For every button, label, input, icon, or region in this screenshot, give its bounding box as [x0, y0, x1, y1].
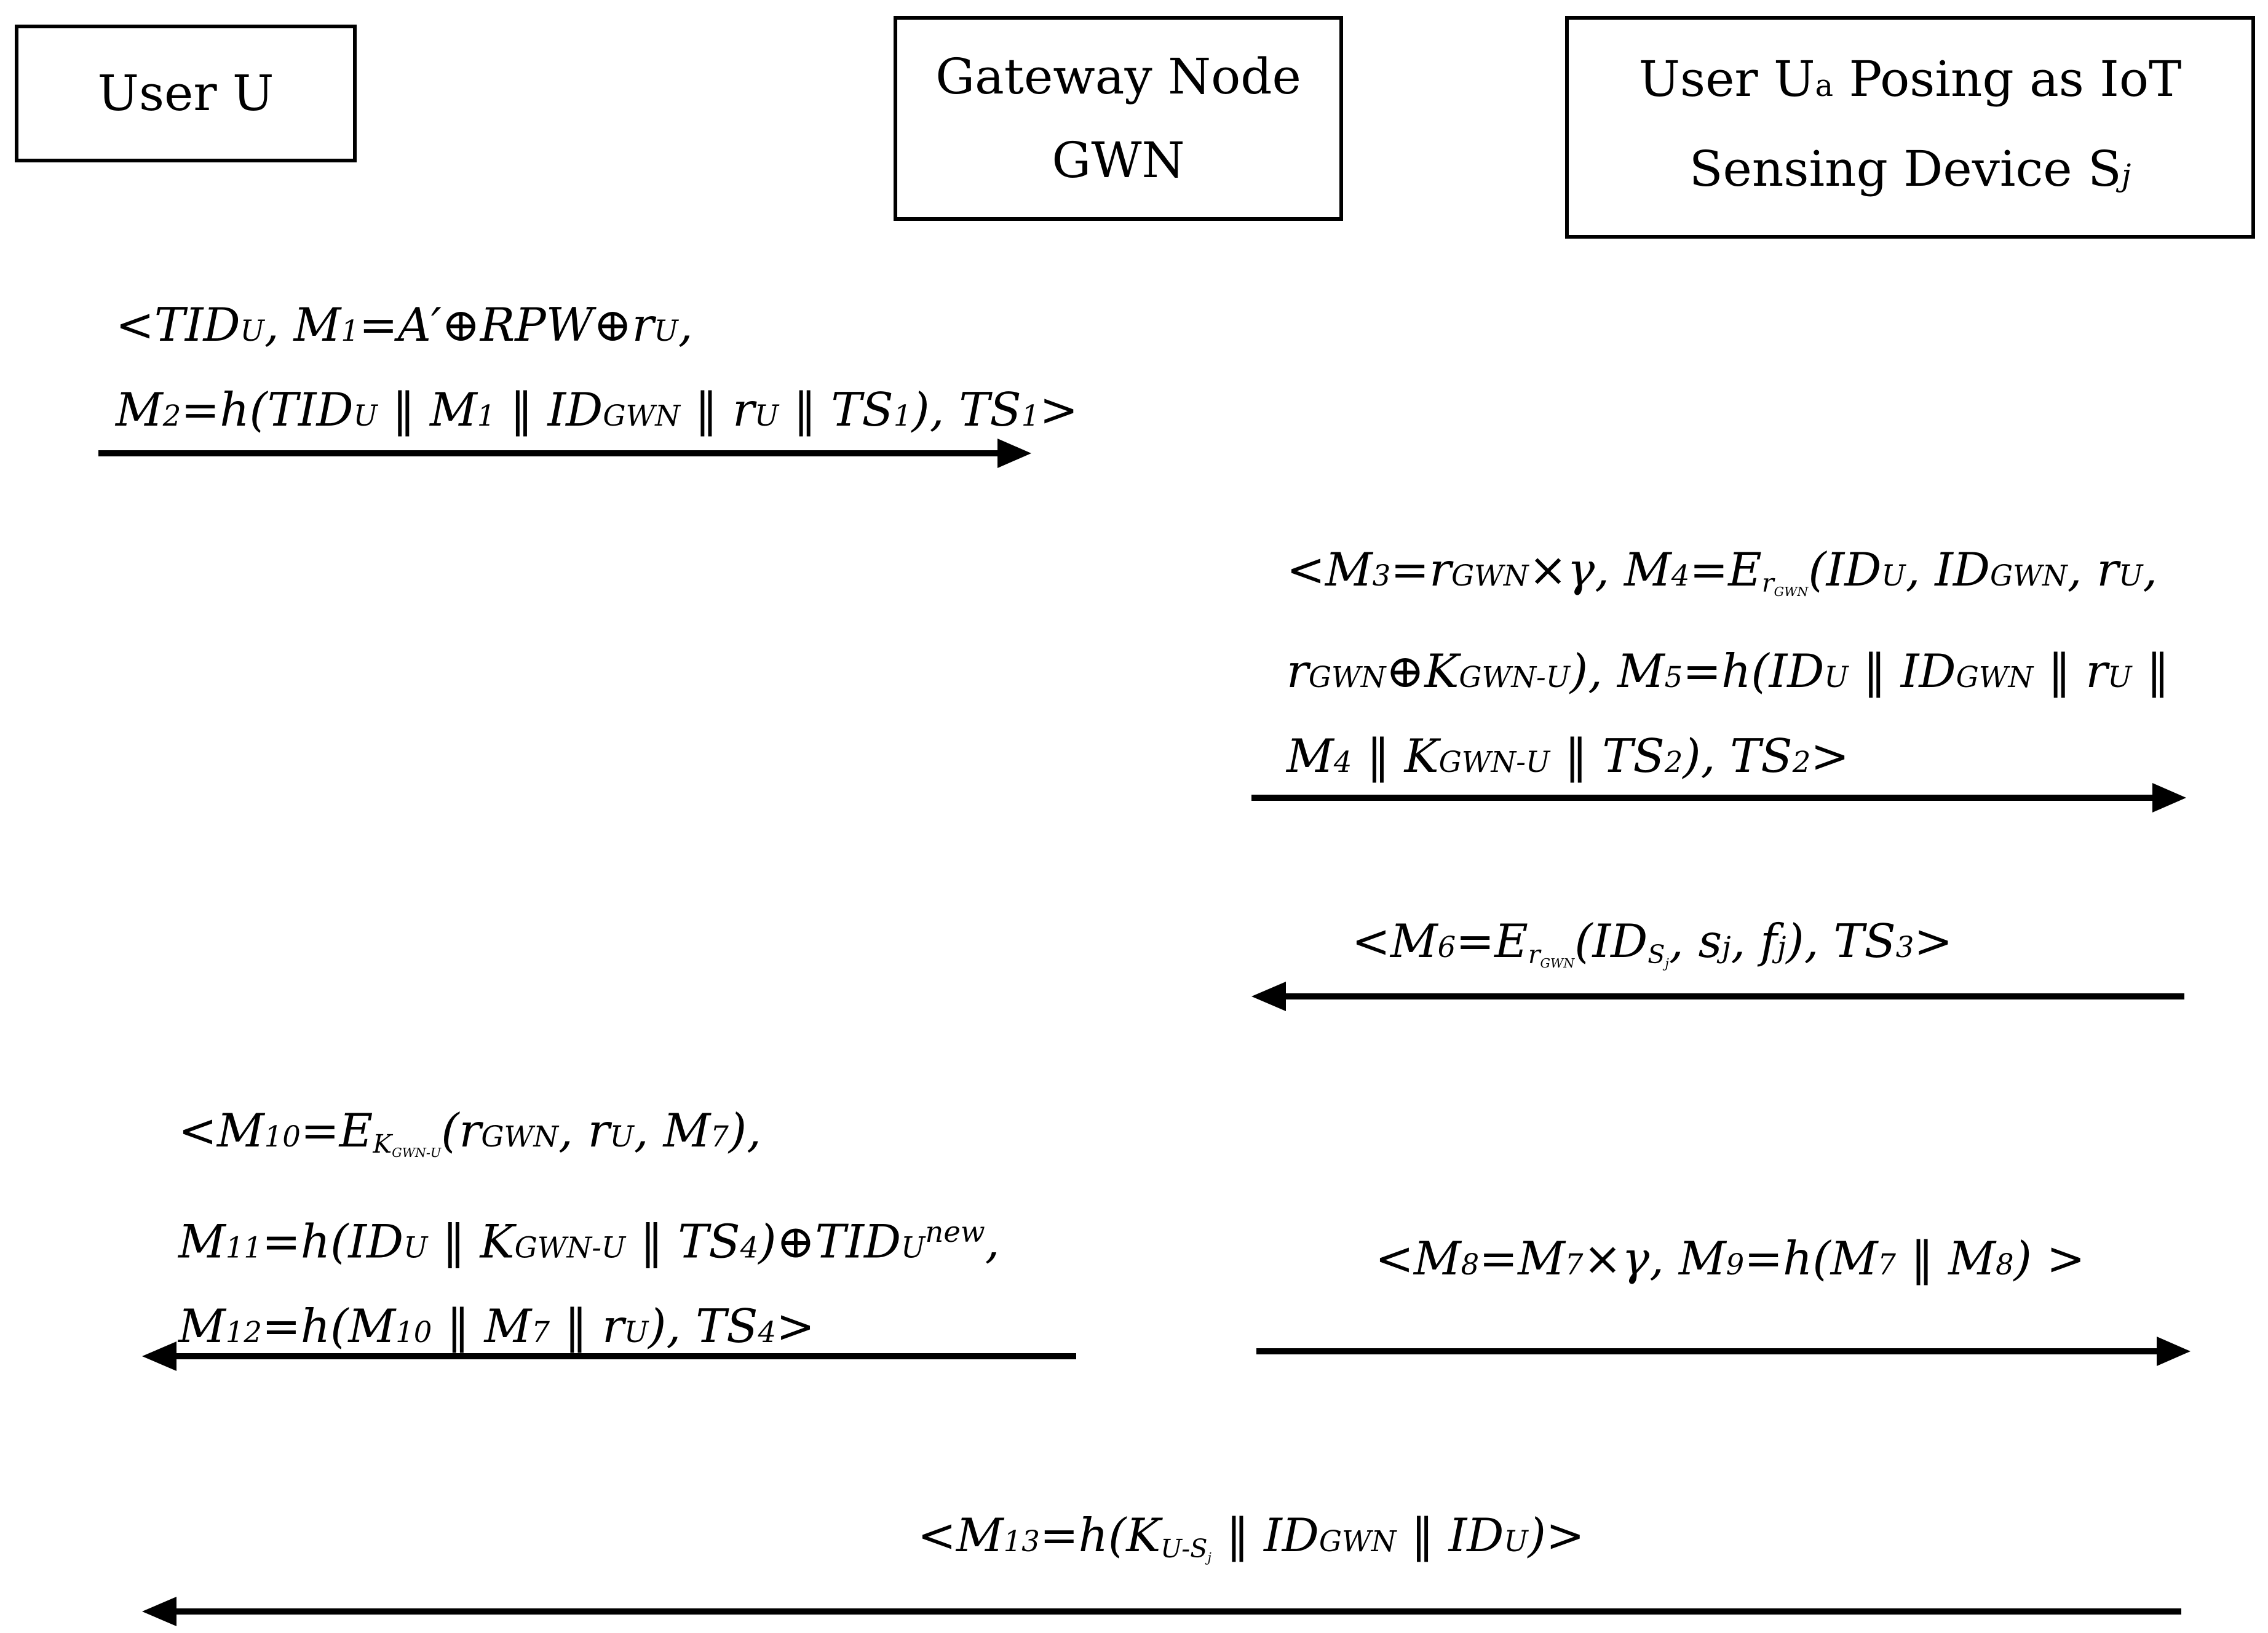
message-4-label: <M10=EKGWN-U(rGWN, rU, M7), M11=h(IDU ‖ …	[178, 1091, 1000, 1372]
message-5-label: <M8=M7×γ, M9=h(M7 ‖ M8) >	[1375, 1219, 2085, 1304]
message-2-line-1: <M3=rGWN×γ, M4=ErGWN(IDU, IDGWN, rU,	[1287, 542, 2158, 600]
message-4-line-3: M12=h(M10 ‖ M7 ‖ rU), TS4>	[178, 1299, 815, 1354]
entity-gateway-label-line1: Gateway Node	[935, 47, 1301, 105]
arrow-6-head	[142, 1597, 176, 1626]
message-4-line-2: M11=h(IDU ‖ KGWN-U ‖ TS4)⊕TIDUnew,	[178, 1214, 1000, 1269]
message-1-line-2: M2=h(TIDU ‖ M1 ‖ IDGWN ‖ rU ‖ TS1), TS1>	[116, 383, 1079, 437]
message-3-line-1: <M6=ErGWN(IDSj, sj, fj), TS3>	[1352, 914, 1953, 971]
arrow-2-head	[2152, 783, 2186, 813]
message-2-line-2: rGWN⊕KGWN-U), M5=h(IDU ‖ IDGWN ‖ rU ‖	[1287, 643, 2170, 698]
message-5-line-1: <M8=M7×γ, M9=h(M7 ‖ M8) >	[1375, 1231, 2085, 1285]
entity-user-u: User U	[15, 25, 357, 162]
entity-attacker-sensing-device: User Ua Posing as IoT Sensing Device Sj	[1565, 16, 2255, 239]
message-4-line-1: <M10=EKGWN-U(rGWN, rU, M7),	[178, 1103, 761, 1161]
arrow-1-head	[997, 439, 1031, 468]
arrow-4-head	[142, 1341, 176, 1371]
message-2-line-3: M4 ‖ KGWN-U ‖ TS2), TS2>	[1287, 728, 1850, 783]
arrow-3-head	[1251, 982, 1286, 1011]
entity-gateway-label-line2: GWN	[1052, 131, 1185, 189]
message-2-label: <M3=rGWN×γ, M4=ErGWN(IDU, IDGWN, rU, rGW…	[1287, 530, 2170, 801]
entity-attacker-label-line1: User Ua Posing as IoT	[1638, 50, 2182, 108]
entity-gateway-node: Gateway Node GWN	[894, 16, 1343, 221]
message-1-label: <TIDU, M1=A′⊕RPW⊕rU, M2=h(TIDU ‖ M1 ‖ ID…	[116, 285, 1078, 455]
entity-attacker-label-line2: Sensing Device Sj	[1689, 140, 2131, 197]
message-3-label: <M6=ErGWN(IDSj, sj, fj), TS3>	[1352, 902, 1953, 1003]
message-1-line-1: <TIDU, M1=A′⊕RPW⊕rU,	[116, 298, 693, 352]
message-6-line-1: <M13=h(KU-Sj ‖ IDGWN ‖ IDU)>	[918, 1508, 1585, 1565]
entity-user-u-label: User U	[97, 65, 274, 122]
arrow-5-head	[2157, 1337, 2191, 1366]
message-6-label: <M13=h(KU-Sj ‖ IDGWN ‖ IDU)>	[918, 1496, 1585, 1597]
